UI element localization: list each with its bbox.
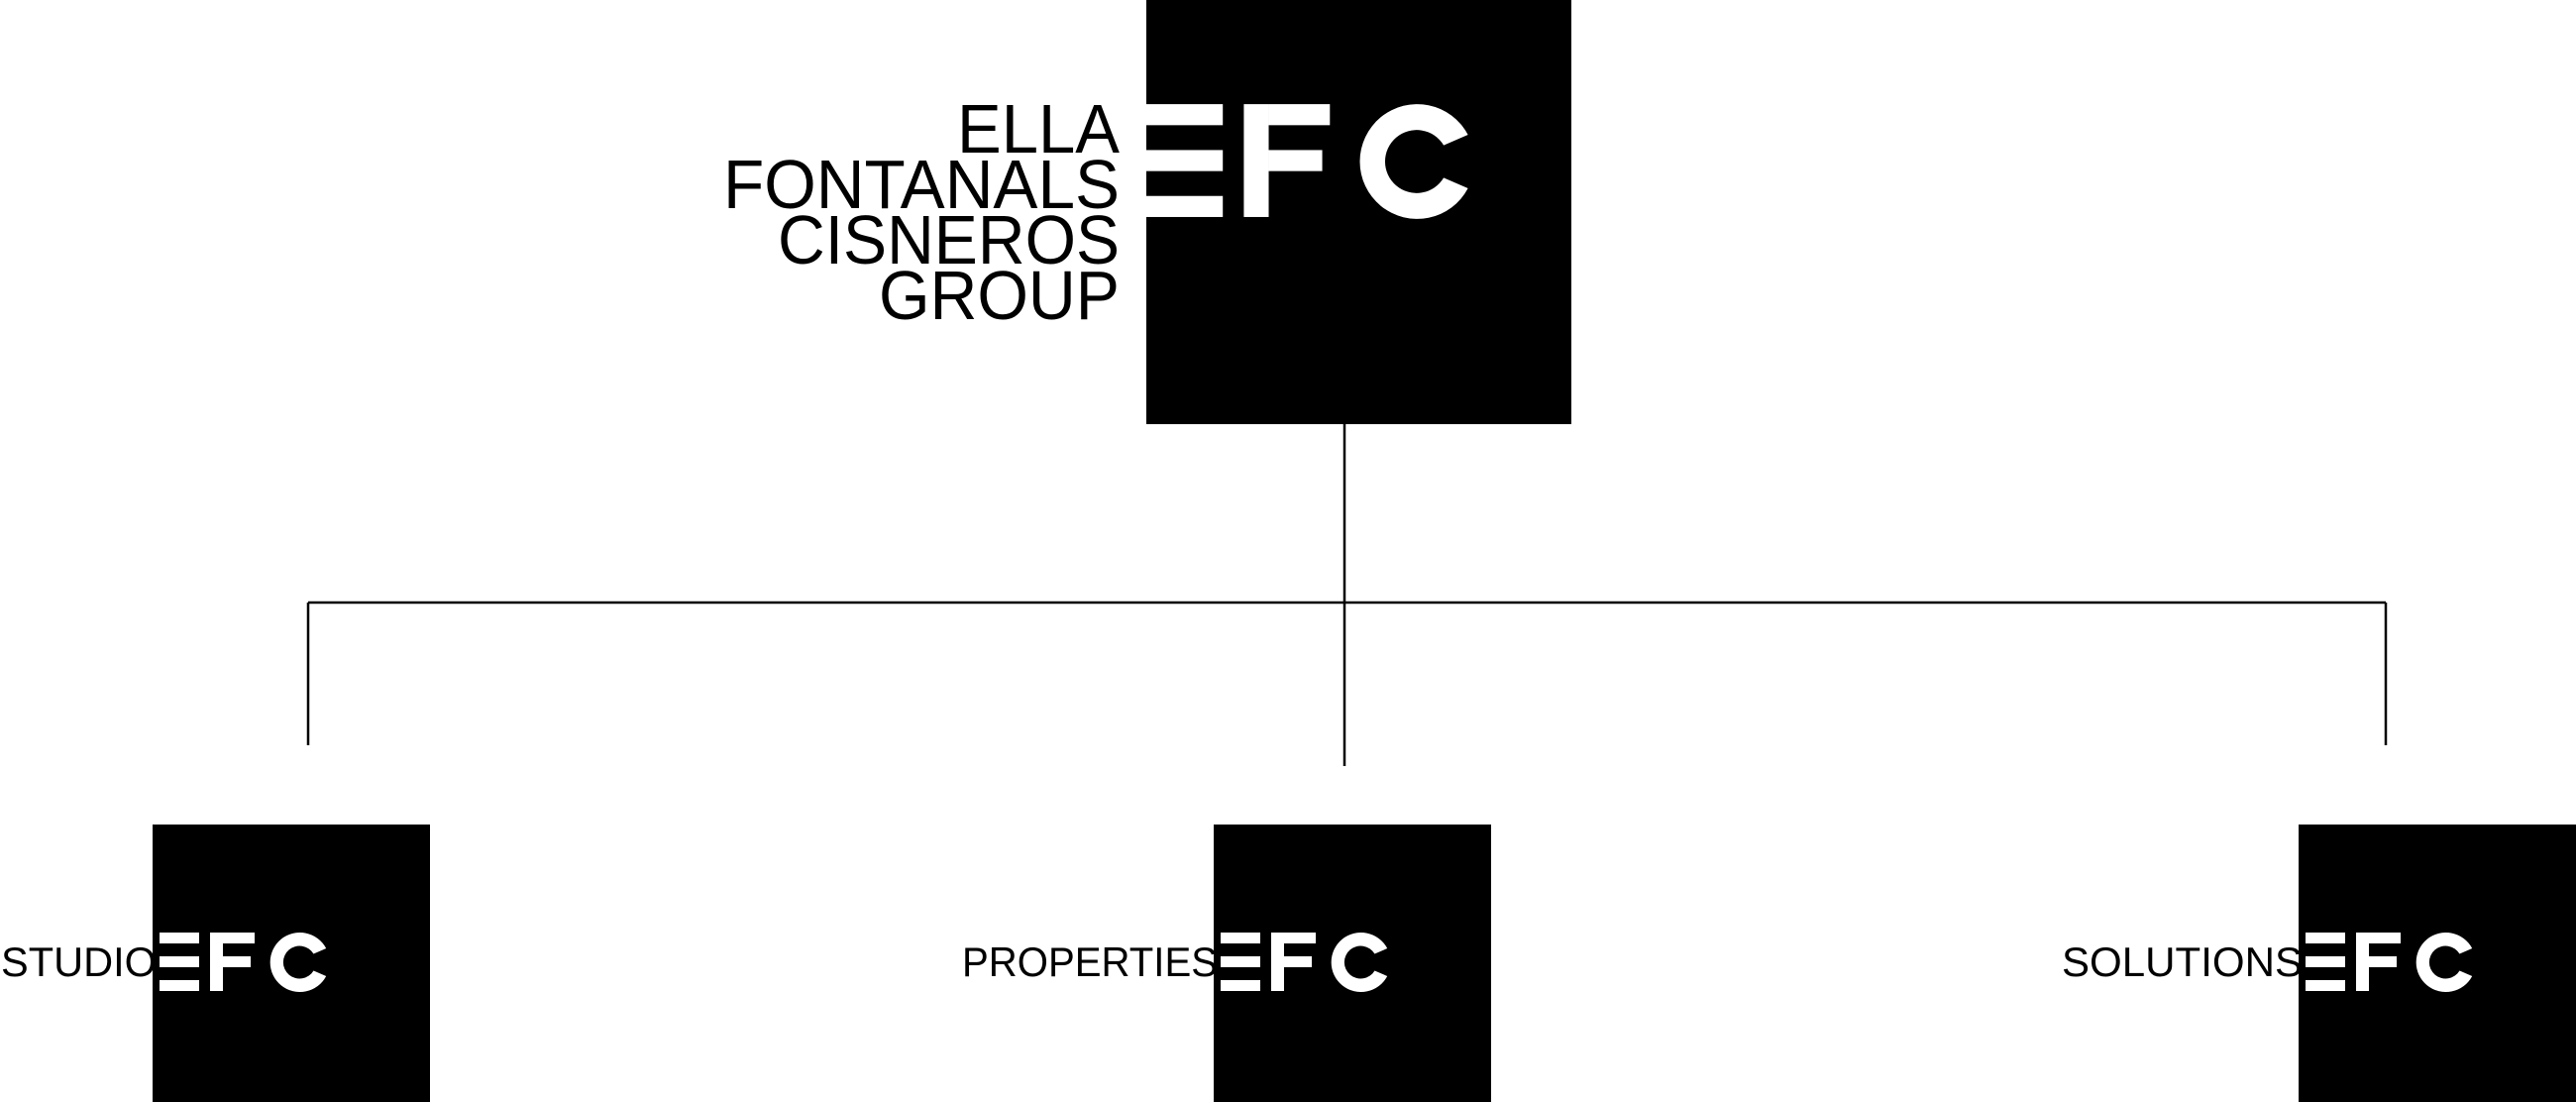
division-properties-efc-monogram-icon [1221, 933, 1388, 992]
division-properties: PROPERTIES [962, 825, 1491, 1102]
division-properties-label: PROPERTIES [962, 938, 1218, 985]
division-solutions-label: SOLUTIONS [2062, 938, 2303, 985]
division-studio-label: STUDIO [1, 938, 157, 985]
parent-efc-monogram-icon [1146, 104, 1468, 219]
division-studio: STUDIO [1, 825, 430, 1102]
connector-lines [306, 424, 2388, 766]
division-solutions: SOLUTIONS [2062, 825, 2576, 1102]
parent-wordmark-line-3: CISNEROS [778, 201, 1120, 278]
parent-wordmark: ELLA FONTANALS CISNEROS GROUP [723, 90, 1120, 334]
division-solutions-efc-monogram-icon [2306, 933, 2473, 992]
parent-wordmark-line-1: ELLA [957, 90, 1120, 167]
division-studio-efc-monogram-icon [160, 933, 327, 992]
parent-node: ELLA FONTANALS CISNEROS GROUP [723, 0, 1571, 424]
parent-wordmark-line-4: GROUP [879, 257, 1120, 334]
parent-wordmark-line-2: FONTANALS [723, 146, 1120, 223]
